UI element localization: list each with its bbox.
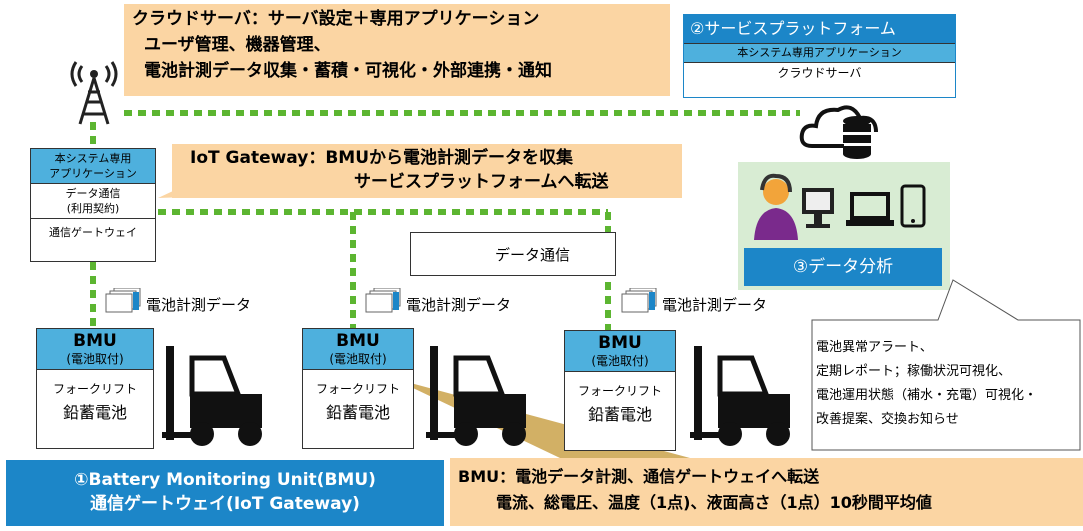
bmu-body-2: フォークリフト 鉛蓄電池 bbox=[302, 370, 414, 449]
bmu-line2-2: 鉛蓄電池 bbox=[325, 403, 390, 422]
balloon-shape bbox=[811, 279, 1081, 451]
cloud-callout-line3: 電池計測データ収集・蓄積・可視化・外部連携・通知 bbox=[144, 61, 552, 81]
service-platform-app: 本システム専用アプリケーション bbox=[684, 43, 955, 63]
bmu-system-title-line2: 通信ゲートウェイ(IoT Gateway) bbox=[90, 494, 360, 514]
database-icon bbox=[843, 116, 871, 159]
document-stack-icon bbox=[621, 288, 657, 313]
bmu-subtitle-1: (電池取付) bbox=[66, 352, 124, 366]
bmu-subtitle-2: (電池取付) bbox=[329, 352, 387, 366]
bmu-line2-1: 鉛蓄電池 bbox=[62, 403, 127, 422]
iot-gateway-box: 本システム専用 アプリケーション データ通信 (利用契約) 通信ゲートウェイ bbox=[30, 148, 156, 262]
document-stack-icon bbox=[105, 288, 141, 313]
legend-box: データ通信 bbox=[410, 232, 616, 276]
forklift-icon bbox=[426, 346, 526, 446]
balloon-line2: 定期レポート；稼働状況可視化、 bbox=[816, 364, 1012, 379]
bmu-unit-3: BMU (電池取付) フォークリフト 鉛蓄電池 bbox=[564, 330, 676, 454]
balloon-line4: 改善提案、交換お知らせ bbox=[816, 412, 959, 427]
measurement-label-2: 電池計測データ bbox=[406, 296, 512, 314]
bmu-system-title: ①Battery Monitoring Unit(BMU) 通信ゲートウェイ(I… bbox=[6, 460, 444, 526]
bmu-callout-line2: 電流、総電圧、温度（1点)、液面高さ（1点）10秒間平均値 bbox=[496, 493, 932, 512]
legend-label: データ通信 bbox=[495, 246, 571, 264]
bmu-callout-line1: BMU：電池データ計測、通信ゲートウェイへ転送 bbox=[458, 467, 820, 486]
bmu-system-title-line1: ①Battery Monitoring Unit(BMU) bbox=[74, 470, 376, 490]
balloon-line3: 電池運用状態（補水・充電）可視化・ bbox=[816, 388, 1038, 403]
service-platform-box: ②サービスプラットフォーム 本システム専用アプリケーション クラウドサーバ bbox=[683, 14, 956, 98]
analysis-label: ③データ分析 bbox=[744, 248, 942, 286]
bmu-body-3: フォークリフト 鉛蓄電池 bbox=[564, 372, 676, 451]
cloud-callout: クラウドサーバ：サーバ設定＋専用アプリケーション ユーザ管理、機器管理、 電池計… bbox=[124, 4, 670, 96]
bmu-unit-2: BMU (電池取付) フォークリフト 鉛蓄電池 bbox=[302, 328, 414, 452]
forklift-icon bbox=[690, 346, 790, 446]
document-stack-icon bbox=[365, 288, 401, 313]
measurement-label-3: 電池計測データ bbox=[662, 296, 768, 314]
bmu-subtitle-3: (電池取付) bbox=[591, 354, 649, 368]
cloud-callout-line2: ユーザ管理、機器管理、 bbox=[144, 35, 331, 55]
operator-icon bbox=[754, 173, 834, 240]
bmu-line1-1: フォークリフト bbox=[52, 382, 137, 396]
measurement-label-1: 電池計測データ bbox=[146, 296, 252, 314]
gateway-label: 通信ゲートウェイ bbox=[49, 226, 137, 239]
gateway-data-comm: データ通信 (利用契約) bbox=[31, 184, 155, 219]
bmu-line2-3: 鉛蓄電池 bbox=[587, 405, 652, 424]
bmu-unit-1: BMU (電池取付) フォークリフト 鉛蓄電池 bbox=[36, 328, 154, 452]
analysis-panel: ③データ分析 bbox=[738, 162, 950, 290]
bmu-title-1: BMU bbox=[73, 331, 117, 351]
service-platform-server: クラウドサーバ bbox=[777, 66, 862, 80]
service-platform-title: ②サービスプラットフォーム bbox=[684, 15, 955, 43]
bmu-body-1: フォークリフト 鉛蓄電池 bbox=[36, 370, 154, 449]
bmu-head-2: BMU (電池取付) bbox=[302, 328, 414, 370]
gateway-app-label: 本システム専用 アプリケーション bbox=[31, 149, 155, 184]
forklift-icon bbox=[162, 346, 262, 446]
iot-callout-line2: サービスプラットフォームへ転送 bbox=[354, 172, 609, 192]
bmu-head-1: BMU (電池取付) bbox=[36, 328, 154, 370]
bmu-title-2: BMU bbox=[336, 331, 380, 351]
tablet-icon bbox=[900, 184, 926, 228]
iot-callout-line1: IoT Gateway：BMUから電池計測データを収集 bbox=[190, 148, 574, 168]
bmu-title-3: BMU bbox=[598, 333, 642, 353]
cloud-callout-line1: クラウドサーバ：サーバ設定＋専用アプリケーション bbox=[132, 9, 540, 29]
balloon-text: 電池異常アラート、 定期レポート；稼働状況可視化、 電池運用状態（補水・充電）可… bbox=[816, 336, 1037, 432]
laptop-icon bbox=[846, 192, 894, 226]
antenna-icon bbox=[70, 61, 118, 125]
balloon-line1: 電池異常アラート、 bbox=[816, 340, 933, 355]
bmu-line1-3: フォークリフト bbox=[577, 384, 662, 398]
bmu-callout: BMU：電池データ計測、通信ゲートウェイへ転送 電流、総電圧、温度（1点)、液面… bbox=[450, 458, 1083, 526]
iot-callout: IoT Gateway：BMUから電池計測データを収集 サービスプラットフォーム… bbox=[172, 144, 682, 198]
bmu-line1-2: フォークリフト bbox=[315, 382, 400, 396]
bmu-head-3: BMU (電池取付) bbox=[564, 330, 676, 372]
